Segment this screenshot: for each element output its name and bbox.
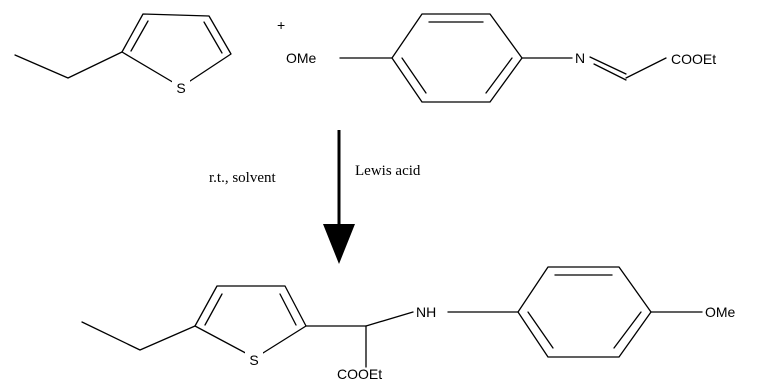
product-thiophene-double-bond-1 bbox=[204, 293, 223, 326]
ester-label: COOEt bbox=[671, 51, 716, 67]
thiophene-ring bbox=[121, 13, 232, 88]
thiophene-double-bond-2 bbox=[203, 21, 223, 54]
ethylthiophene-reactant: S bbox=[14, 13, 232, 96]
product-ester-label: COOEt bbox=[337, 366, 382, 381]
benzene-inner-bond-2 bbox=[485, 57, 513, 94]
product-molecule: S NH OMe COOEt bbox=[81, 266, 736, 381]
benzene-ring bbox=[391, 13, 523, 103]
product-benzene-inner-bond-3 bbox=[527, 311, 554, 349]
conditions-right-label: Lewis acid bbox=[355, 163, 421, 179]
sulfur-label: S bbox=[176, 80, 185, 96]
product-benzene-inner-bond-2 bbox=[613, 311, 642, 349]
imine-double-bond-a bbox=[589, 56, 627, 75]
product-ethyl-chain bbox=[81, 321, 196, 351]
conditions-left-label: r.t., solvent bbox=[209, 170, 276, 186]
imine-double-bond-b bbox=[593, 63, 627, 81]
imine-reactant: OMe N COOEt bbox=[286, 13, 716, 103]
product-thiophene-ring bbox=[194, 285, 307, 359]
ethyl-chain bbox=[14, 51, 123, 79]
amine-label: NH bbox=[416, 304, 436, 320]
plus-sign: + bbox=[277, 17, 285, 33]
alpha-carbon-nh-bond bbox=[365, 311, 414, 327]
product-methoxy-label: OMe bbox=[705, 304, 736, 320]
arrow-head bbox=[323, 224, 355, 264]
nitrogen-label: N bbox=[575, 50, 585, 66]
benzene-inner-bond-3 bbox=[401, 57, 427, 94]
carbon-ester-bond bbox=[625, 57, 667, 79]
product-thiophene-double-bond-2 bbox=[279, 293, 297, 326]
reaction-arrow bbox=[323, 130, 355, 264]
product-sulfur-label: S bbox=[249, 352, 258, 368]
product-benzene-ring bbox=[517, 266, 652, 358]
methoxy-label: OMe bbox=[286, 50, 317, 66]
thiophene-double-bond-1 bbox=[130, 20, 149, 52]
